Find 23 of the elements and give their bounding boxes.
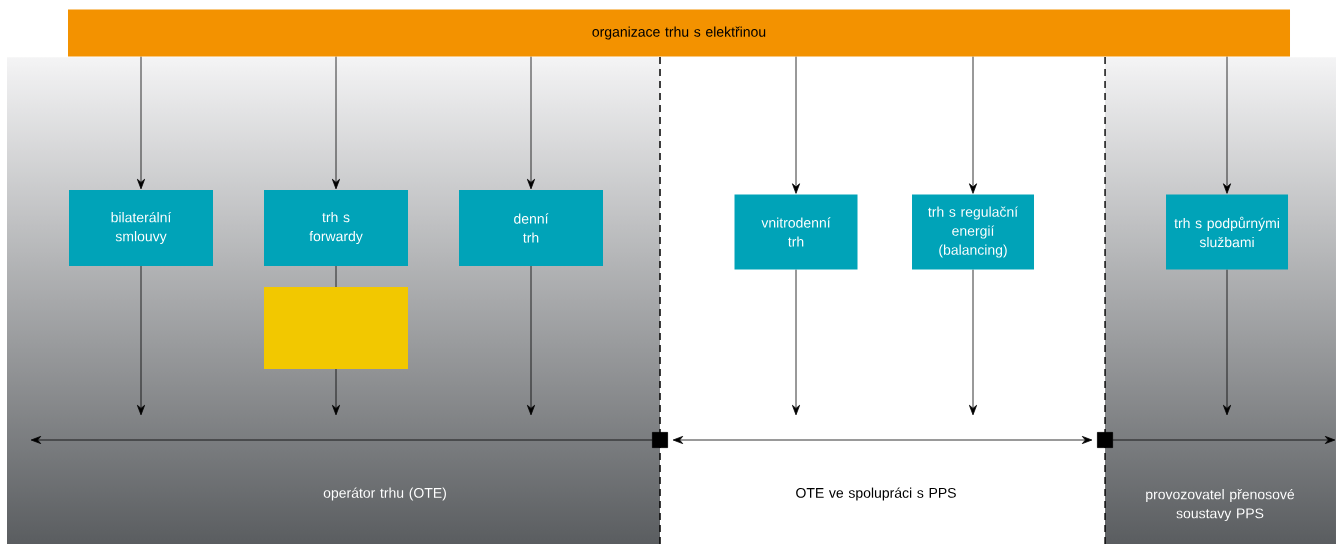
market-box: vnitrodenní trh <box>734 194 858 270</box>
arrow <box>332 368 340 416</box>
region-label: provozovatel přenosové soustavy PPS <box>1146 488 1295 522</box>
arrow <box>137 265 145 416</box>
region-label: operátor trhu (OTE) <box>323 487 446 501</box>
arrow <box>1223 269 1231 416</box>
empty-box <box>264 287 408 369</box>
arrow <box>1223 56 1231 194</box>
arrow <box>332 56 340 190</box>
arrow <box>969 269 977 416</box>
market-box: trh s forwardy <box>264 190 408 266</box>
market-box: trh s regulační energií (balancing) <box>912 194 1034 270</box>
arrow <box>969 56 977 194</box>
arrow <box>792 56 800 194</box>
arrow <box>527 265 535 416</box>
market-box: bilaterální smlouvy <box>69 190 213 266</box>
market-box: denní trh <box>459 190 603 266</box>
arrow <box>527 56 535 190</box>
header-bar: organizace trhu s elektřinou <box>68 9 1290 57</box>
region-label: OTE ve spolupráci s PPS <box>796 487 956 501</box>
arrow <box>792 269 800 416</box>
arrow <box>137 56 145 190</box>
market-box: trh s podpůrnými službami <box>1166 194 1288 270</box>
